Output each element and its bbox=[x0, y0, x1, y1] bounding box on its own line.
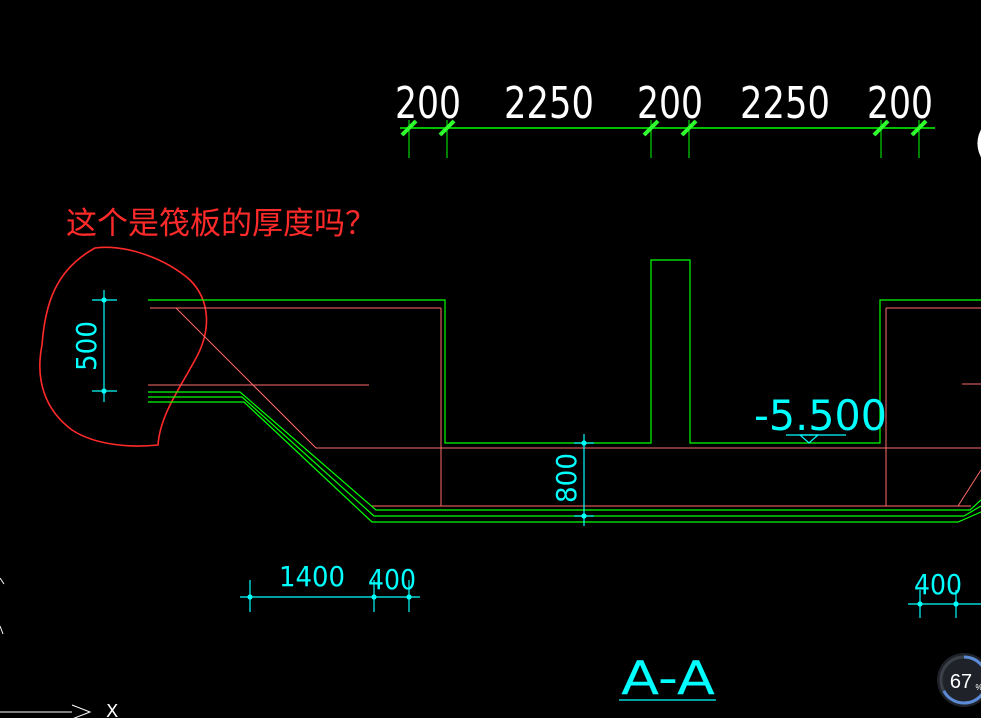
bottom-dim-text-400-left: 400 bbox=[368, 563, 416, 596]
bottom-node-5 bbox=[953, 601, 959, 607]
annotation-text: 这个是筏板的厚度吗？ bbox=[66, 206, 376, 242]
zoom-gauge-fill bbox=[939, 655, 981, 705]
zoom-indicator[interactable]: 67 % bbox=[936, 652, 981, 708]
dim-500-node-bottom bbox=[101, 388, 107, 394]
edge-partial-text: ( bbox=[974, 120, 981, 166]
dim-800-node-top bbox=[581, 440, 587, 446]
green-outline-group bbox=[148, 259, 981, 523]
bottom-node-2 bbox=[371, 594, 377, 600]
top-dim-text-2: 2250 bbox=[504, 78, 594, 129]
tick-slash-3 bbox=[642, 119, 660, 137]
green-bottom-outline-3 bbox=[148, 401, 981, 523]
red-line-group bbox=[148, 307, 981, 507]
top-dim-text-1: 200 bbox=[395, 78, 461, 129]
zoom-unit: % bbox=[975, 683, 981, 692]
ucs-arrow-icon bbox=[0, 577, 92, 718]
top-dim-text-4: 2250 bbox=[740, 78, 830, 129]
tick-slash-6 bbox=[910, 119, 928, 137]
zoom-gauge-bg bbox=[937, 653, 981, 707]
bottom-dim-text-400-right: 400 bbox=[914, 568, 962, 601]
section-label: A-A bbox=[621, 651, 716, 705]
tick-slash-4 bbox=[680, 119, 698, 137]
ucs-edge-mark bbox=[0, 577, 5, 635]
bottom-dim-text-1400: 1400 bbox=[279, 560, 345, 593]
bottom-node-4 bbox=[917, 601, 923, 607]
zoom-gauge-icon: 67 % bbox=[937, 653, 981, 707]
tick-slash-2 bbox=[438, 119, 456, 137]
dim-500-text: 500 bbox=[70, 321, 103, 371]
green-bottom-outline-1 bbox=[148, 391, 981, 511]
tick-slash-5 bbox=[872, 119, 890, 137]
top-dim-text-5: 200 bbox=[867, 78, 933, 129]
dim-500-group bbox=[92, 290, 117, 402]
red-right-diagonal bbox=[957, 469, 981, 507]
tick-slash-1 bbox=[400, 119, 418, 137]
green-bottom-outline-2 bbox=[148, 396, 981, 517]
dim-500-node-top bbox=[101, 297, 107, 303]
cloud-markup-icon bbox=[39, 246, 208, 447]
dim-800-group bbox=[574, 434, 594, 526]
ucs-x-label: X bbox=[106, 701, 118, 718]
bottom-node-3 bbox=[406, 594, 412, 600]
ucs-arrowhead bbox=[71, 704, 92, 718]
dim-800-text: 800 bbox=[550, 453, 583, 503]
bottom-node-1 bbox=[247, 594, 253, 600]
red-diagonal bbox=[175, 307, 317, 449]
elevation-text: -5.500 bbox=[754, 391, 887, 440]
dim-800-node-bottom bbox=[581, 513, 587, 519]
bottom-dim-group bbox=[240, 580, 981, 618]
top-dim-text-3: 200 bbox=[637, 78, 703, 129]
green-outline-main bbox=[148, 259, 981, 444]
top-dimension-group: 200 2250 200 2250 200 bbox=[395, 78, 935, 158]
zoom-value: 67 bbox=[950, 671, 972, 693]
